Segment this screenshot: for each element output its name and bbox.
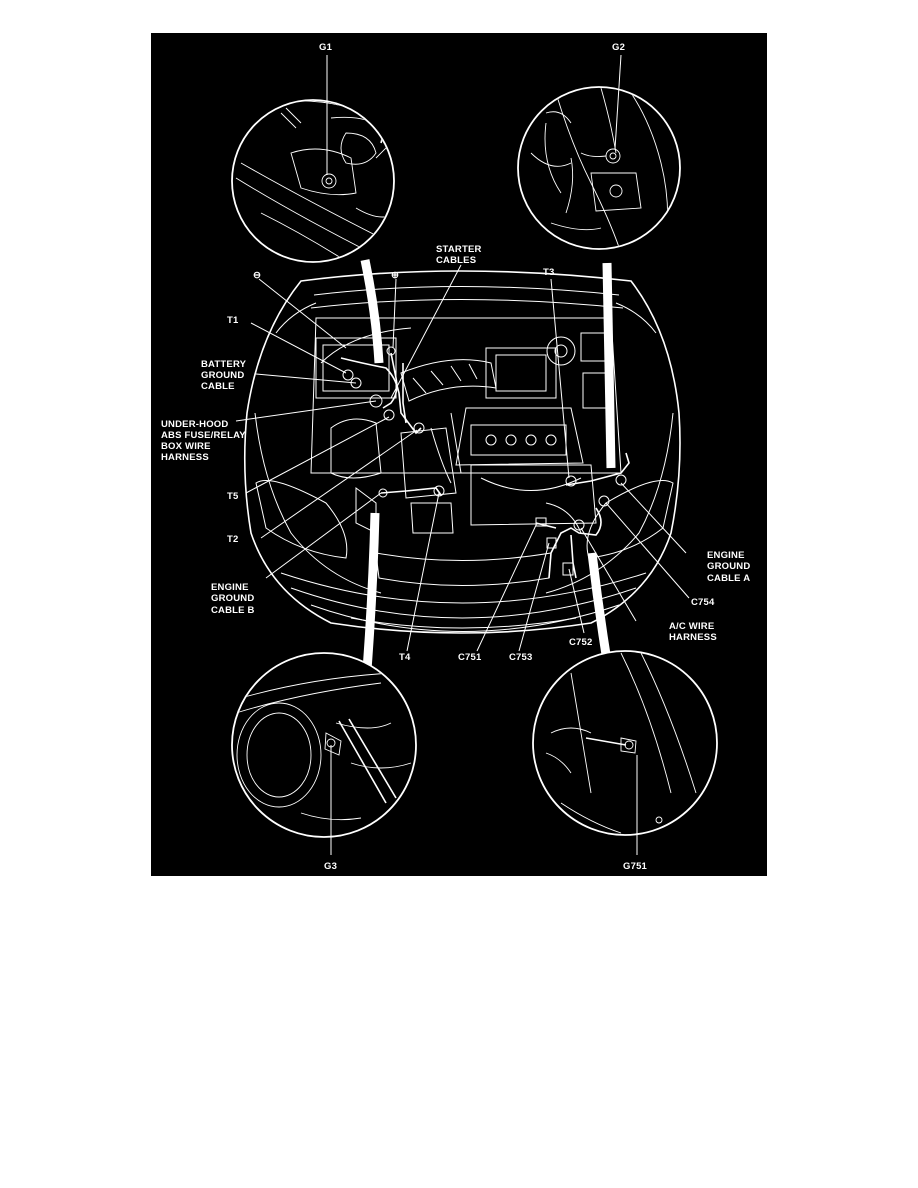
- terminal-t3: [565, 475, 577, 487]
- label-g3: G3: [324, 861, 337, 872]
- label-leaders: [235, 264, 690, 652]
- label-g751: G751: [623, 861, 648, 872]
- label-underhood-2: ABS FUSE/RELAY: [161, 430, 246, 441]
- label-underhood-4: HARNESS: [161, 452, 209, 463]
- label-underhood-3: BOX WIRE: [161, 441, 211, 452]
- label-engine-a-2: GROUND: [707, 561, 750, 572]
- label-starter-1: STARTER: [436, 244, 482, 255]
- brake-master: [546, 336, 576, 366]
- terminal-t2: [413, 422, 425, 434]
- label-ac-2: HARNESS: [669, 632, 717, 643]
- label-g1: G1: [319, 42, 333, 53]
- label-t4: T4: [399, 652, 411, 663]
- air-box: [485, 347, 557, 399]
- label-t3: T3: [543, 267, 555, 278]
- engine-components: [315, 332, 612, 534]
- label-t1: T1: [227, 315, 239, 326]
- detail-circle-g751: [532, 650, 718, 855]
- label-ac-1: A/C WIRE: [669, 621, 714, 632]
- connector-c751: [535, 517, 547, 527]
- label-t2: T2: [227, 534, 239, 545]
- label-negative-terminal: ⊖: [253, 270, 261, 281]
- leader-to-g2: [602, 262, 616, 469]
- label-t5: T5: [227, 491, 239, 502]
- leader-to-g1: [360, 259, 384, 364]
- label-c751: C751: [458, 652, 482, 663]
- terminal-t5: [383, 409, 395, 421]
- label-starter-2: CABLES: [436, 255, 476, 266]
- label-engine-b-3: CABLE B: [211, 605, 255, 616]
- detail-circle-g3: [231, 652, 417, 855]
- label-engine-a-3: CABLE A: [707, 573, 750, 584]
- transmission: [400, 427, 457, 499]
- leader-to-g3: [361, 512, 380, 684]
- cable-harness: [340, 346, 630, 579]
- terminal-t1: [342, 369, 354, 381]
- engine-block: [455, 407, 584, 466]
- terminal-t4: [433, 485, 445, 497]
- label-engine-b-1: ENGINE: [211, 582, 249, 593]
- connector-c753: [546, 537, 557, 549]
- label-battery-1: BATTERY: [201, 359, 247, 370]
- radiator-area: [470, 464, 597, 526]
- battery: [315, 337, 397, 399]
- battery-ground-cable: [340, 357, 422, 435]
- label-battery-2: GROUND: [201, 370, 244, 381]
- label-positive-terminal: ⊕: [391, 270, 399, 281]
- text-labels: G1 G2 G3 G751 ⊖ ⊕ STARTER CABLES T1 BATT…: [161, 42, 750, 872]
- connector-c752: [562, 562, 574, 576]
- label-c753: C753: [509, 652, 533, 663]
- label-c754: C754: [691, 597, 715, 608]
- left-headlight: [255, 480, 348, 559]
- label-battery-3: CABLE: [201, 381, 235, 392]
- label-c752: C752: [569, 637, 593, 648]
- engine-ground-diagram: G1 G2 G3 G751 ⊖ ⊕ STARTER CABLES T1 BATT…: [151, 33, 767, 876]
- label-engine-b-2: GROUND: [211, 593, 254, 604]
- label-underhood-1: UNDER-HOOD: [161, 419, 228, 430]
- label-g2: G2: [612, 42, 625, 53]
- label-engine-a-1: ENGINE: [707, 550, 745, 561]
- connector-c754: [598, 495, 610, 507]
